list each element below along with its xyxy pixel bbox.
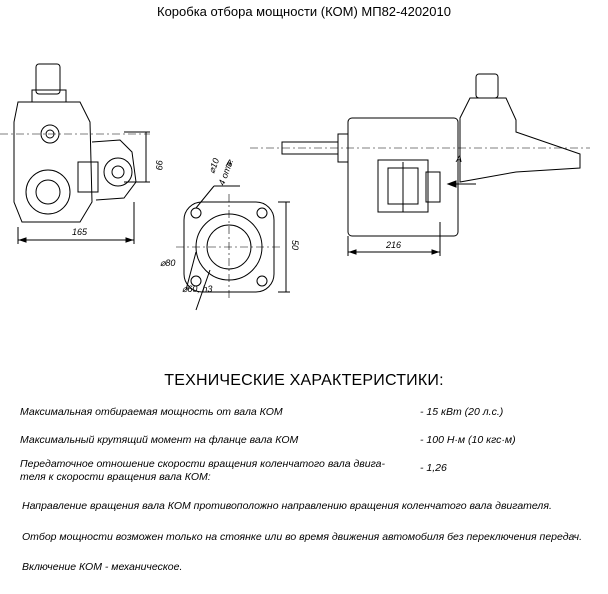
- technical-drawing: 165 99 216 50 ⌀10 4 отв. ⌀80 ⌀60, h3 A A: [0, 63, 590, 311]
- spec-label-torque: Максимальный крутящий момент на фланце в…: [20, 434, 299, 446]
- dim-165: 165: [72, 227, 88, 237]
- dim-99: 99: [154, 160, 164, 170]
- note-usage: Отбор мощности возможен только на стоянк…: [22, 531, 583, 543]
- flange-view: [176, 185, 290, 311]
- view-label-a-right: A: [455, 154, 462, 164]
- note-rotation: Направление вращения вала КОМ противопол…: [22, 500, 552, 512]
- note-engagement: Включение КОМ - механическое.: [22, 561, 183, 573]
- dim-50: 50: [290, 240, 300, 250]
- view-label-a-left: A: [225, 158, 232, 168]
- spec-value-ratio: - 1,26: [420, 462, 447, 474]
- dim-d80: ⌀80: [160, 258, 175, 268]
- left-view: [0, 63, 150, 244]
- dim-d10: ⌀10: [206, 157, 221, 175]
- dim-d60: ⌀60, h3: [182, 284, 212, 294]
- specs-heading: ТЕХНИЧЕСКИЕ ХАРАКТЕРИСТИКИ:: [164, 372, 444, 389]
- spec-value-power: - 15 кВт (20 л.с.): [420, 406, 504, 418]
- dim-216: 216: [385, 240, 401, 250]
- right-view: [250, 73, 590, 256]
- spec-label-ratio-line2: теля к скорости вращения вала КОМ:: [20, 471, 211, 483]
- document-title: Коробка отбора мощности (КОМ) МП82-42020…: [157, 4, 451, 19]
- spec-label-power: Максимальная отбираемая мощность от вала…: [20, 406, 283, 418]
- spec-value-torque: - 100 Н·м (10 кгс·м): [420, 434, 516, 446]
- spec-label-ratio-line1: Передаточное отношение скорости вращения…: [20, 458, 385, 470]
